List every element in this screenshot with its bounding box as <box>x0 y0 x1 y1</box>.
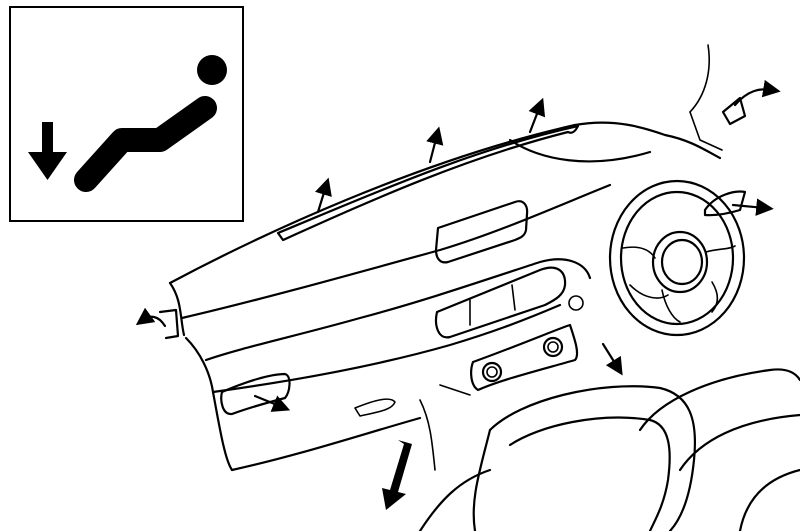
seated-person-icon <box>74 55 227 192</box>
front-seat <box>418 385 696 531</box>
defroster-strip <box>276 124 580 242</box>
left-dash-vent <box>220 372 396 417</box>
windshield-frame <box>689 44 723 151</box>
down-arrow-icon <box>28 122 67 180</box>
climate-control-panel <box>470 323 579 392</box>
center-vents <box>434 266 584 339</box>
left-side-vent <box>135 307 180 340</box>
dashboard <box>168 121 722 472</box>
down-arrow-icon <box>382 440 412 510</box>
feet-airflow-mode-icon <box>9 6 244 222</box>
right-side-vent <box>703 79 781 217</box>
center-display <box>434 200 529 264</box>
rear-seat <box>638 368 800 531</box>
up-arrow-icon <box>315 97 546 214</box>
steering-wheel <box>608 179 746 337</box>
down-arrow-icon <box>601 342 623 376</box>
